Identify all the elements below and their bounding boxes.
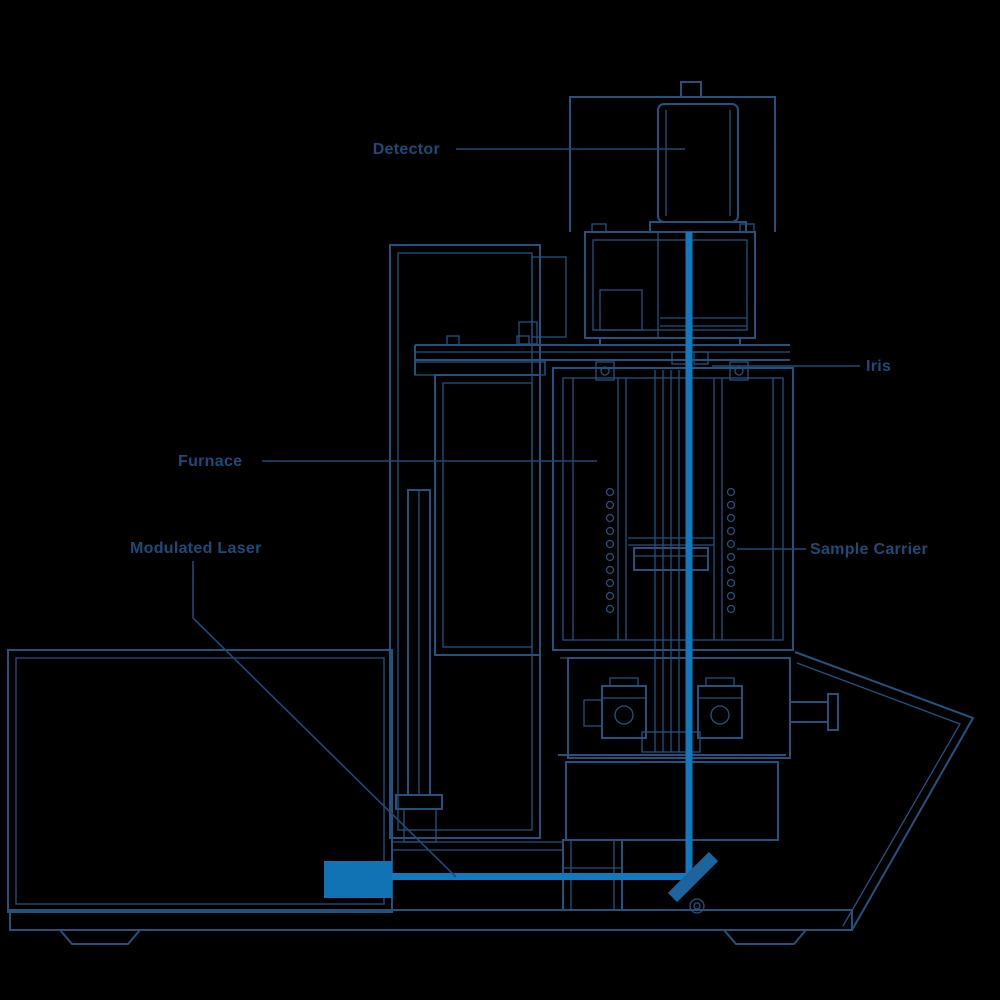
detector-label: Detector <box>373 141 440 158</box>
side-pipe <box>789 701 829 723</box>
bolt <box>595 361 615 381</box>
laser-beam-path <box>324 232 719 914</box>
mirror <box>667 851 719 903</box>
right-side-panel <box>794 651 975 931</box>
laser-beam-vertical <box>685 232 693 877</box>
left-foot <box>57 929 143 945</box>
furnace <box>434 367 794 656</box>
detector-cylinder <box>657 103 739 223</box>
mirror-pivot <box>689 898 705 914</box>
sample-holder <box>633 547 709 571</box>
modulated-laser-leader-line <box>192 561 457 878</box>
bolt <box>516 335 530 346</box>
furnace-left-column <box>434 374 541 656</box>
iris-label: Iris <box>866 358 891 375</box>
furnace-body <box>552 367 794 651</box>
sample-carrier <box>628 370 714 753</box>
bolt-holes-right <box>726 487 736 614</box>
laser-enclosure <box>7 649 393 913</box>
bolt <box>729 361 749 381</box>
detector-housing <box>584 231 756 339</box>
laser-beam-horizontal <box>392 873 695 880</box>
sample-carrier-label: Sample Carrier <box>810 541 928 558</box>
furnace-label: Furnace <box>178 453 242 470</box>
left-actuator <box>601 685 647 739</box>
detector-shroud <box>569 96 776 232</box>
laser-source <box>324 861 392 898</box>
pedestal-block <box>565 761 779 841</box>
right-foot <box>721 929 809 945</box>
bolt <box>446 335 460 346</box>
top-mounting-plate <box>414 335 790 381</box>
labels: Detector Iris Furnace Modulated Laser Sa… <box>130 141 928 878</box>
right-actuator <box>697 685 743 739</box>
modulated-laser-label: Modulated Laser <box>130 540 262 557</box>
base-platform <box>9 651 975 945</box>
detector-assembly <box>569 81 776 345</box>
bolt-holes-left <box>605 487 615 614</box>
